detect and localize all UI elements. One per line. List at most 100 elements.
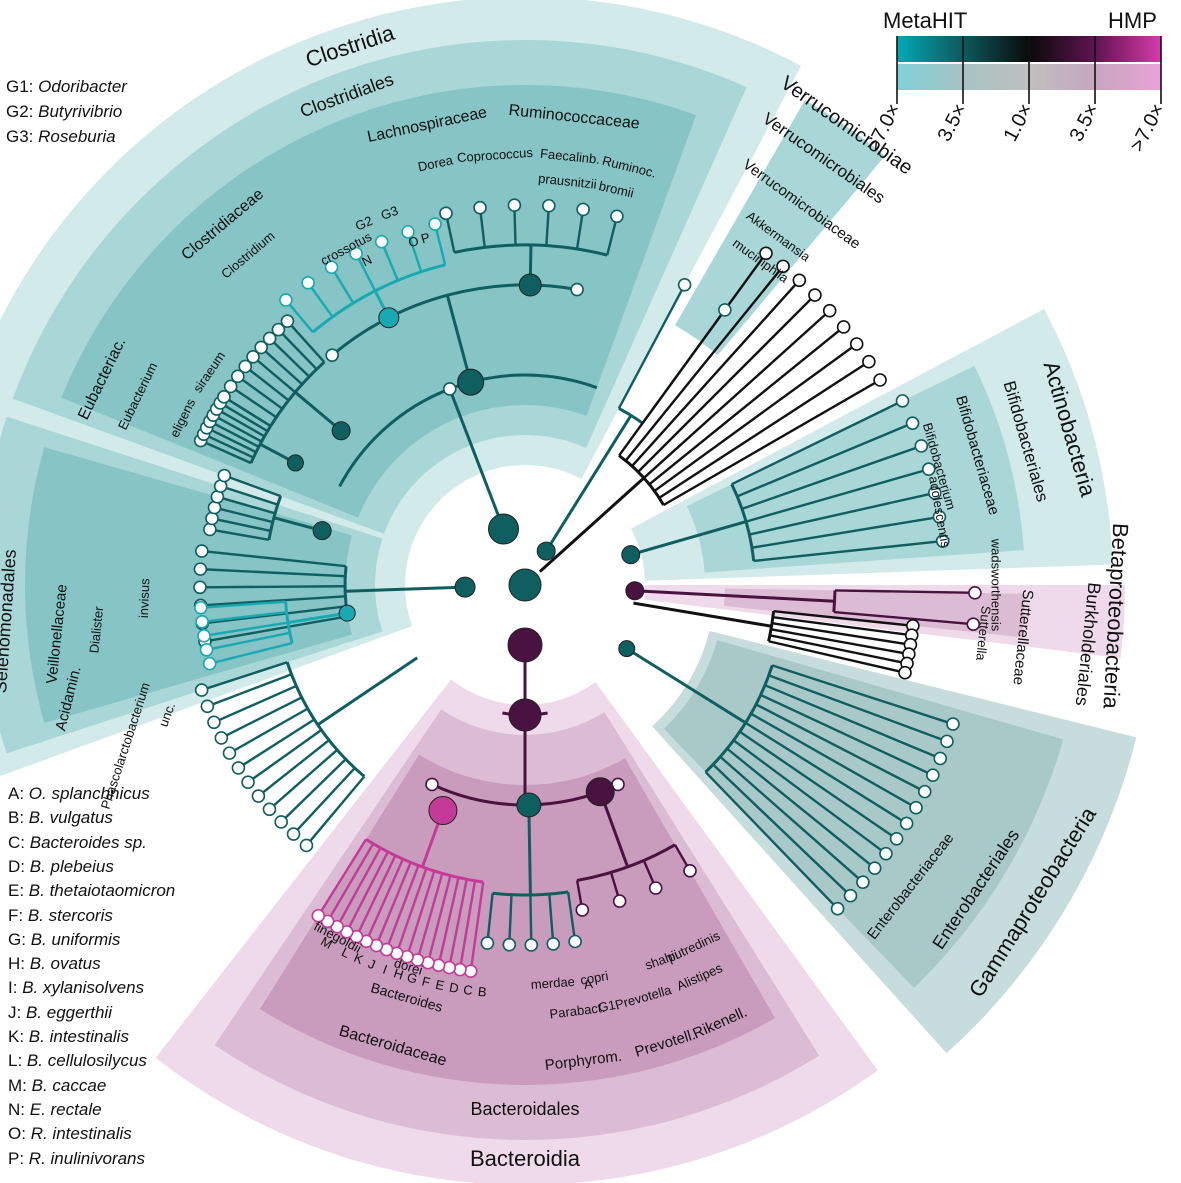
leaf-node [401, 225, 415, 239]
species-key-item: P: R. inulinivorans [8, 1148, 146, 1168]
internal-node [585, 777, 615, 807]
internal-node [312, 521, 332, 541]
tip-branch [268, 749, 338, 811]
leaf-node [502, 937, 517, 952]
tip-branch [769, 634, 908, 665]
tip-branch [199, 585, 346, 589]
tip-branch [469, 881, 485, 972]
branch-arc [267, 495, 283, 541]
tip-branch [753, 539, 943, 563]
hmp-label: HMP [1108, 8, 1157, 33]
tip-branch [416, 873, 444, 961]
tip-branch [336, 847, 382, 928]
branch [634, 589, 835, 603]
tip-branch [206, 673, 292, 708]
leaf-node [286, 827, 301, 841]
tip-branch [648, 326, 845, 486]
leaf-node [718, 303, 732, 317]
internal-node [618, 640, 636, 658]
legend-tick-label: 1.0× [999, 100, 1037, 145]
leaf-node [217, 390, 231, 404]
letter-label-p: P [419, 230, 431, 247]
leaf-node [921, 462, 936, 477]
leaf-node [197, 629, 211, 643]
species-key-item: I: B. xylanisolvens [8, 978, 145, 998]
branch [538, 476, 645, 573]
tip-branch [653, 343, 858, 492]
leaf-node [940, 734, 954, 749]
species-label-copri: copri [579, 968, 609, 988]
tip-branch [643, 309, 831, 479]
tip-branch [750, 712, 917, 809]
tip-branch [712, 763, 852, 897]
branch [316, 656, 419, 727]
leaf-node [862, 354, 876, 369]
tip-branch [202, 605, 347, 625]
tip-branch [326, 843, 375, 922]
letter-label-b: B [477, 984, 487, 1000]
color-scale-legend: MetaHIT HMP >7.0×3.5×1.0×3.5×>7.0× [862, 8, 1169, 156]
species-key-item: J: B. eggerthii [8, 1002, 112, 1022]
tip-branch [211, 517, 271, 533]
tip-branch [726, 747, 876, 870]
leaf-node [311, 908, 326, 923]
leaf-node [223, 379, 238, 394]
tip-branch [247, 729, 323, 784]
leaf-node [200, 699, 215, 714]
genus-label-g2: G2 [353, 213, 375, 234]
branch-arc [331, 283, 578, 357]
internal-node [508, 698, 542, 732]
tip-branch [257, 739, 330, 797]
leaf-node [966, 617, 981, 632]
leaf-node [374, 234, 389, 249]
tip-branch [744, 721, 908, 825]
tip-branch [220, 484, 279, 506]
leaf-node [879, 846, 893, 861]
tip-branch [448, 879, 468, 968]
leaf-node [830, 901, 845, 916]
tip-branch [617, 284, 686, 409]
leaf-node [217, 468, 232, 483]
tip-branch [209, 420, 260, 448]
tip-branch [203, 621, 289, 638]
tip-branch [426, 875, 452, 964]
branch-arc [730, 483, 756, 562]
tip-branch [771, 622, 911, 646]
tip-branch [736, 422, 914, 498]
leaf-node [914, 439, 929, 453]
tip-branch [704, 771, 839, 910]
leaf-node [612, 894, 627, 908]
leaf-node [889, 832, 904, 846]
tip-branch [209, 528, 270, 542]
leaf-node [246, 350, 260, 364]
leaf-node [507, 198, 522, 212]
leaf-node [909, 800, 923, 815]
tip-branch [307, 282, 334, 318]
branch [445, 294, 473, 383]
species-key-item: B: B. vulgatus [8, 808, 113, 828]
branch [544, 414, 633, 552]
tip-branch [773, 609, 913, 627]
tip-branch [201, 661, 288, 692]
order-label-bacteroidales: Bacteroidales [470, 1099, 579, 1119]
branch-arc [285, 661, 366, 778]
leaf-node [808, 288, 822, 302]
tip-branch [330, 266, 355, 304]
tip-branch [385, 865, 420, 951]
tip-branch [355, 855, 397, 938]
tip-branch [395, 867, 428, 954]
tip-branch [529, 894, 533, 945]
genus-label-faecalinb: Faecalinb. [539, 146, 600, 167]
tip-branch [406, 231, 423, 273]
branch-arc [365, 838, 484, 884]
tip-branch [618, 252, 767, 457]
tip-branch [486, 893, 494, 944]
leaf-node [792, 273, 807, 288]
leaf-node [933, 751, 948, 766]
leaf-node [251, 789, 266, 803]
species-label-wadsworthensis: wadsworthensis [989, 538, 1004, 632]
leaf-node [428, 217, 442, 231]
tip-branch [631, 279, 801, 467]
leaf-node [867, 861, 882, 875]
tip-branch [637, 294, 816, 473]
